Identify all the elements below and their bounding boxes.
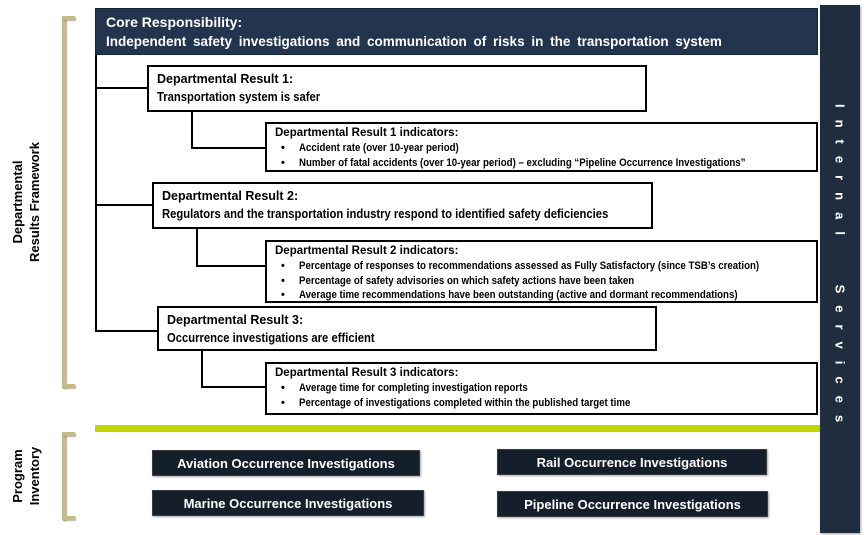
program-inventory-divider <box>95 425 820 432</box>
result2-description: Regulators and the transportation indust… <box>162 207 609 221</box>
inventory-bracket-top-tip <box>62 432 75 436</box>
program-marine-box: Marine Occurrence Investigations <box>152 490 424 516</box>
result1-indicator-item: Number of fatal accidents (over 10-year … <box>275 156 808 171</box>
branch-line-result1 <box>95 87 147 89</box>
connector-result3-indicators-v <box>201 351 203 388</box>
inventory-bracket-bottom-tip <box>62 516 75 520</box>
internal-services-bar: Internal Services <box>820 5 860 533</box>
inventory-bracket <box>62 432 66 520</box>
core-responsibility-title: Core Responsibility: <box>106 14 243 30</box>
framework-bracket <box>62 16 66 388</box>
result3-indicator-item: Average time for completing investigatio… <box>275 381 808 396</box>
result1-indicator-item: Accident rate (over 10-year period) <box>275 141 808 156</box>
program-pipeline-box: Pipeline Occurrence Investigations <box>497 491 768 517</box>
framework-bracket-top-tip <box>62 16 75 20</box>
connector-result1-indicators-v <box>191 112 193 149</box>
framework-label: Departmental Results Framework <box>9 12 53 392</box>
connector-result3-indicators-h <box>201 386 265 388</box>
inventory-label-line1: Program <box>10 449 25 503</box>
connector-result1-indicators-h <box>191 147 265 149</box>
program-marine-label: Marine Occurrence Investigations <box>183 495 393 511</box>
result1-indicators-title: Departmental Result 1 indicators: <box>275 127 459 139</box>
internal-services-label: Internal Services <box>832 103 848 435</box>
core-responsibility-header: Core Responsibility: Independent safety … <box>95 8 818 55</box>
result3-title: Departmental Result 3: <box>167 313 304 327</box>
core-responsibility-subtitle: Independent safety investigations and co… <box>106 34 722 49</box>
result2-indicators-box: Departmental Result 2 indicators: Percen… <box>265 240 818 303</box>
program-pipeline-label: Pipeline Occurrence Investigations <box>524 496 741 512</box>
program-rail-label: Rail Occurrence Investigations <box>536 454 728 470</box>
program-aviation-label: Aviation Occurrence Investigations <box>177 455 395 471</box>
result1-title: Departmental Result 1: <box>157 72 294 86</box>
result2-indicator-item: Average time recommendations have been o… <box>275 288 808 303</box>
result2-box: Departmental Result 2: Regulators and th… <box>152 182 653 229</box>
framework-label-line2: Results Framework <box>27 142 42 262</box>
result3-indicator-item: Percentage of investigations completed w… <box>275 396 808 411</box>
connector-result2-indicators-h <box>196 265 265 267</box>
result2-title: Departmental Result 2: <box>162 189 299 203</box>
result3-box: Departmental Result 3: Occurrence invest… <box>157 306 657 351</box>
framework-label-line1: Departmental <box>10 160 25 244</box>
result1-box: Departmental Result 1: Transportation sy… <box>147 65 647 112</box>
tree-trunk-line <box>95 55 97 332</box>
connector-result2-indicators-v <box>196 229 198 267</box>
inventory-label: Program Inventory <box>9 416 53 535</box>
result1-indicators-box: Departmental Result 1 indicators: Accide… <box>265 122 818 172</box>
result1-description: Transportation system is safer <box>157 90 321 104</box>
result3-indicators-title: Departmental Result 3 indicators: <box>275 367 459 379</box>
result3-indicators-box: Departmental Result 3 indicators: Averag… <box>265 362 818 415</box>
branch-line-result3 <box>95 330 157 332</box>
result2-indicators-title: Departmental Result 2 indicators: <box>275 245 459 257</box>
branch-line-result2 <box>95 204 152 206</box>
program-aviation-box: Aviation Occurrence Investigations <box>152 450 420 476</box>
program-rail-box: Rail Occurrence Investigations <box>497 449 767 475</box>
result3-description: Occurrence investigations are efficient <box>167 331 375 345</box>
inventory-label-line2: Inventory <box>27 446 42 506</box>
result2-indicator-item: Percentage of responses to recommendatio… <box>275 259 808 274</box>
framework-bracket-bottom-tip <box>62 384 75 388</box>
result2-indicator-item: Percentage of safety advisories on which… <box>275 274 808 289</box>
